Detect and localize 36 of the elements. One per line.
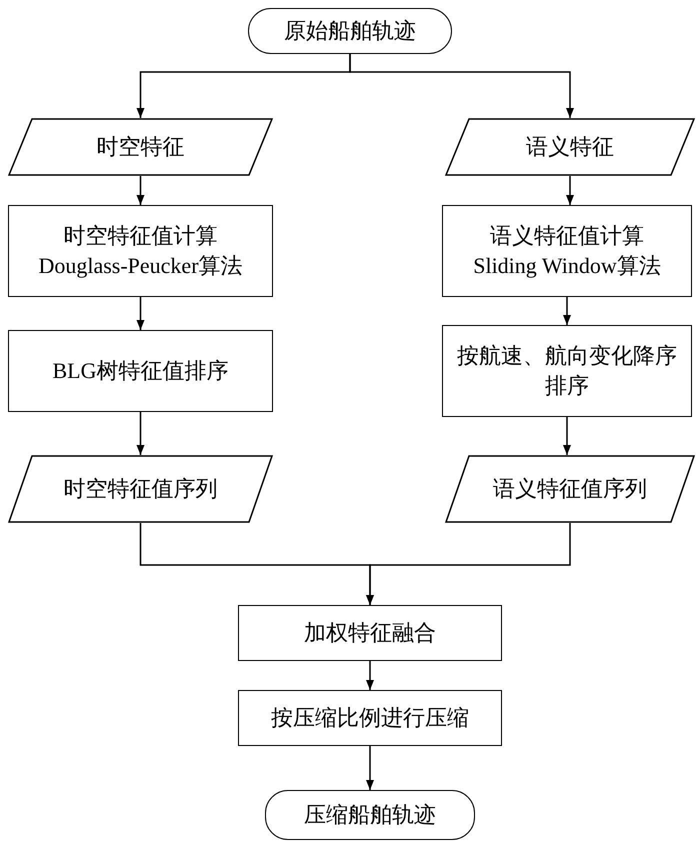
node-label: 时空特征值计算 <box>64 222 218 250</box>
node-label: 时空特征值序列 <box>64 475 218 504</box>
node-label: 原始船舶轨迹 <box>284 17 416 46</box>
process-box <box>238 690 502 746</box>
process-box <box>8 330 273 412</box>
data-parallelogram <box>8 118 273 176</box>
arrow <box>563 297 571 325</box>
arrow <box>563 417 571 455</box>
process-box <box>442 325 692 417</box>
arrow <box>366 661 374 690</box>
arrow <box>566 176 574 205</box>
arrow <box>349 54 574 118</box>
data-parallelogram <box>445 455 695 523</box>
arrow <box>136 297 144 330</box>
node-label: Sliding Window算法 <box>473 252 661 280</box>
arrow <box>136 412 144 455</box>
data-parallelogram <box>445 118 695 176</box>
node-label: 时空特征 <box>96 133 184 162</box>
node-label: 按压缩比例进行压缩 <box>271 704 469 732</box>
node-label: Douglass-Peucker算法 <box>38 252 243 280</box>
node-label: 语义特征 <box>526 133 614 162</box>
node-label: 加权特征融合 <box>304 619 436 648</box>
process-box <box>442 205 692 297</box>
arrow <box>136 176 144 205</box>
process-box <box>8 205 273 297</box>
data-parallelogram <box>8 455 273 523</box>
terminal-box <box>265 790 475 840</box>
node-label: 压缩船舶轨迹 <box>304 801 436 830</box>
node-label: 语义特征值计算 <box>490 222 644 250</box>
process-box <box>238 605 502 661</box>
node-label: BLG树特征值排序 <box>52 357 228 386</box>
arrow <box>366 523 571 605</box>
node-label: 按航速、航向变化降序排序 <box>456 342 678 400</box>
node-label: 语义特征值序列 <box>493 475 647 504</box>
arrow <box>366 746 374 790</box>
terminal-box <box>248 8 452 54</box>
